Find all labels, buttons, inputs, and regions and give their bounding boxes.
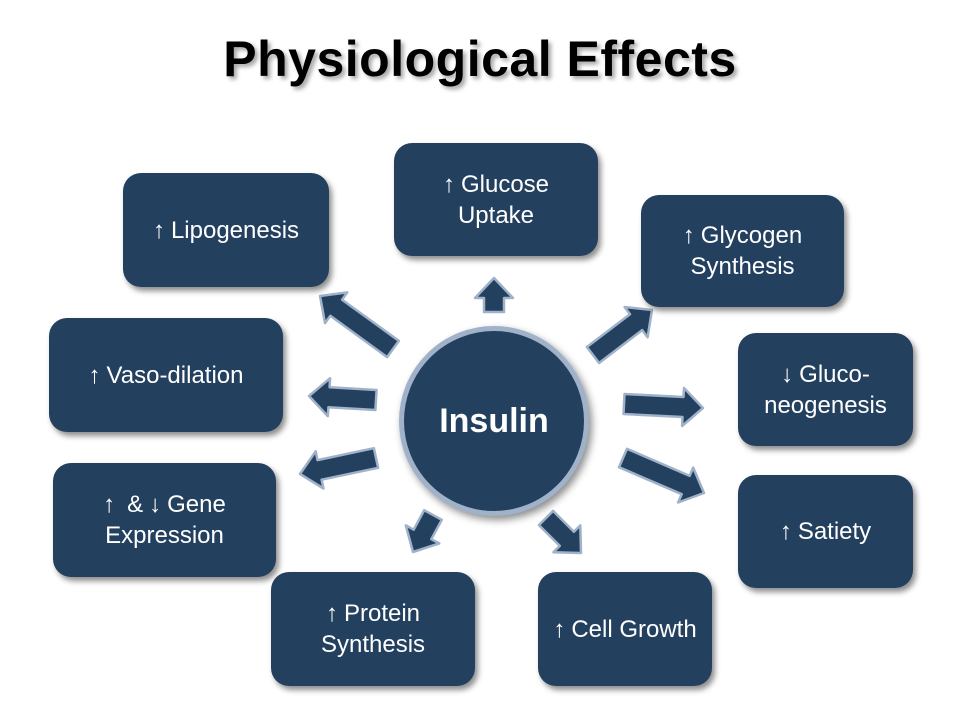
arrow-to-gluconeogenesis bbox=[622, 386, 705, 428]
node-glucose-uptake: ↑Glucose Uptake bbox=[394, 143, 598, 256]
arrow-to-protein-synthesis bbox=[404, 508, 444, 554]
node-label: Gene Expression bbox=[105, 491, 226, 549]
node-vaso-dilation: ↑Vaso-dilation bbox=[49, 318, 283, 432]
node-label: Satiety bbox=[797, 518, 872, 545]
node-glycogen-synthesis: ↑Glycogen Synthesis bbox=[641, 195, 844, 307]
arrow-down-icon: ↓ bbox=[149, 491, 162, 518]
node-label: Vaso-dilation bbox=[106, 361, 244, 389]
arrow-to-lipogenesis bbox=[318, 291, 401, 359]
arrow-up-icon: ↑ bbox=[682, 222, 695, 249]
page-title: Physiological Effects bbox=[223, 31, 737, 87]
node-label: Lipogenesis bbox=[170, 216, 300, 244]
node-label: Gluco- neogenesis bbox=[764, 360, 887, 419]
arrow-to-satiety bbox=[617, 447, 706, 504]
arrow-to-vaso-dilation bbox=[307, 376, 378, 418]
node-lipogenesis: ↑Lipogenesis bbox=[123, 173, 329, 287]
arrow-up-icon: ↑ bbox=[779, 518, 792, 545]
arrow-to-glycogen-synthesis bbox=[585, 305, 654, 365]
arrow-to-cell-growth bbox=[537, 509, 583, 555]
insulin-hub: Insulin bbox=[399, 326, 589, 516]
arrow-up-icon: ↑ bbox=[325, 600, 338, 627]
arrow-up-icon: ↑ bbox=[103, 491, 116, 518]
arrow-up-icon: ↑ bbox=[88, 361, 101, 389]
node-label: Glucose Uptake bbox=[457, 170, 550, 229]
arrow-up-icon: ↑ bbox=[553, 615, 566, 643]
arrow-up-icon: ↑ bbox=[152, 216, 165, 244]
node-satiety: ↑Satiety bbox=[738, 475, 913, 588]
ampersand-label: & bbox=[127, 491, 144, 518]
node-label: Cell Growth bbox=[571, 615, 697, 643]
node-gene-expression: ↑&↓Gene Expression bbox=[53, 463, 276, 577]
node-gluconeogenesis: ↓Gluco- neogenesis bbox=[738, 333, 913, 446]
arrow-up-icon: ↑ bbox=[442, 170, 455, 198]
arrow-to-glucose-uptake bbox=[473, 276, 515, 314]
arrow-down-icon: ↓ bbox=[781, 360, 794, 388]
node-cell-growth: ↑Cell Growth bbox=[538, 572, 712, 686]
arrow-to-gene-expression bbox=[298, 446, 380, 490]
node-label: Protein Synthesis bbox=[320, 600, 426, 658]
node-protein-synthesis: ↑Protein Synthesis bbox=[271, 572, 475, 686]
node-label: Glycogen Synthesis bbox=[690, 222, 803, 280]
